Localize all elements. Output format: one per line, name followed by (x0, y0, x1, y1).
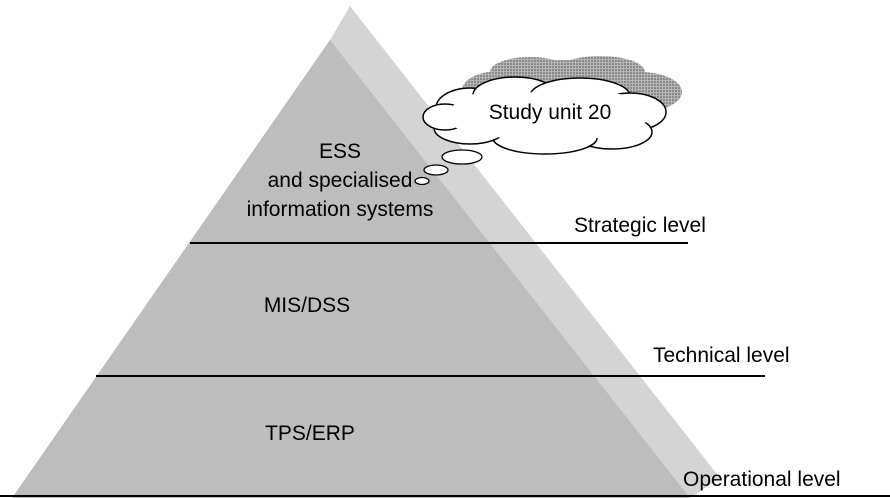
tier-ess-line-1: ESS (318, 140, 362, 163)
tier-tps-erp-label: TPS/ERP (265, 422, 355, 445)
callout-study-unit: Study unit 20 (488, 101, 612, 124)
tier-ess-line-2: and specialised (267, 169, 413, 192)
cloud-interior (443, 90, 648, 140)
tier-ess-line-3: information systems (246, 198, 434, 221)
tier-ess-label: ESS and specialised information systems (210, 137, 470, 224)
tier-mis-dss-label: MIS/DSS (263, 294, 351, 317)
thought-bubbles (414, 149, 483, 186)
technical-level-label: Technical level (653, 344, 790, 367)
pyramid-front-face (12, 40, 690, 498)
operational-level-label: Operational level (683, 468, 841, 491)
strategic-level-label: Strategic level (574, 214, 706, 237)
